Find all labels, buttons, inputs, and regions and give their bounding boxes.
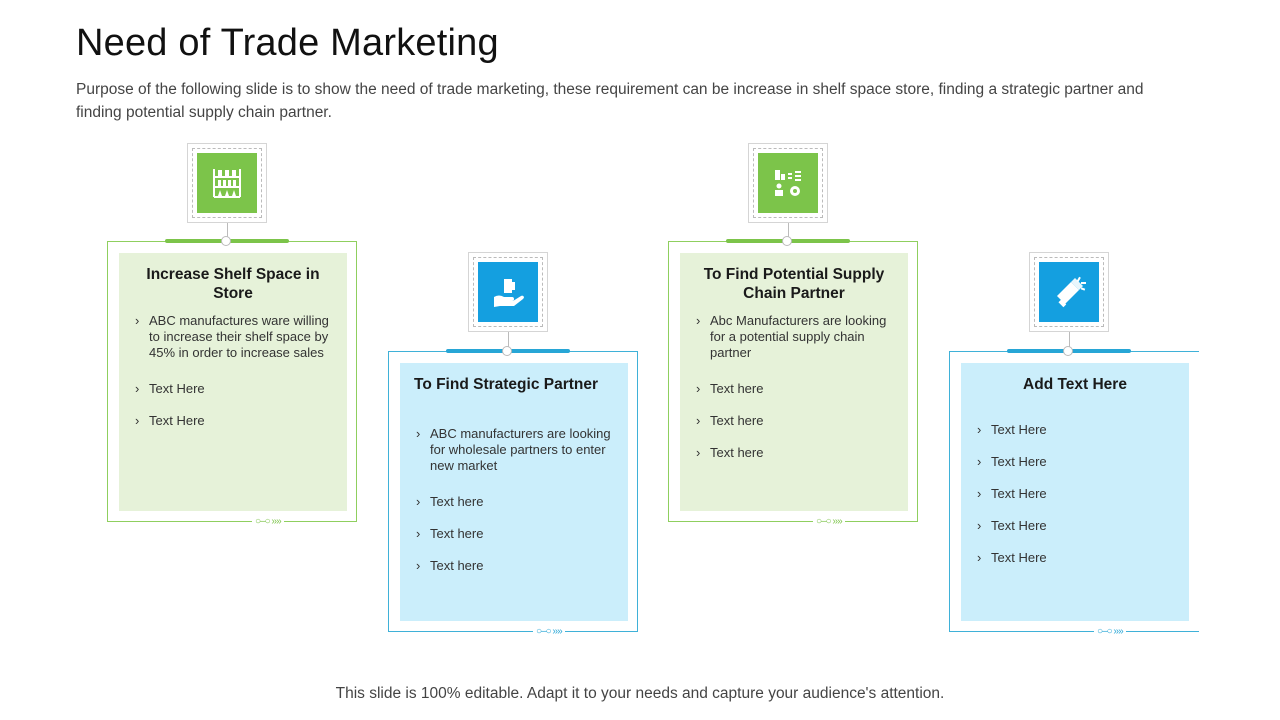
card-increase-shelf-space: Increase Shelf Space in Store ABC manufa… — [107, 236, 357, 527]
list-item: Text Here — [975, 422, 1175, 438]
list-item: Text Here — [975, 454, 1175, 470]
list-item: Text Here — [133, 381, 333, 397]
list-item: ABC manufactures ware willing to increas… — [133, 313, 333, 361]
card-1-icon-box — [187, 143, 267, 223]
bullet-list: Text Here Text Here Text Here Text Here … — [975, 422, 1175, 566]
card-find-supply-chain-partner: To Find Potential Supply Chain Partner A… — [668, 236, 918, 527]
decorative-arrows-icon: ○‒○ ›››› — [252, 516, 284, 527]
card-title: To Find Potential Supply Chain Partner — [703, 266, 885, 302]
list-item: Text here — [694, 381, 894, 397]
card-add-text-here: Add Text Here Text Here Text Here Text H… — [949, 346, 1199, 637]
list-item: Text here — [414, 558, 614, 574]
shelf-icon — [213, 169, 241, 198]
card-find-strategic-partner: To Find Strategic Partner ABC manufactur… — [388, 346, 638, 637]
decorative-arrows-icon: ○‒○ ›››› — [533, 626, 565, 637]
list-item: Text here — [694, 445, 894, 461]
bullet-list: ABC manufactures ware willing to increas… — [133, 313, 333, 429]
megaphone-icon — [1057, 276, 1086, 308]
card-3-icon-box — [748, 143, 828, 223]
card-2-icon-box — [468, 252, 548, 332]
list-item: Text Here — [975, 518, 1175, 534]
card-4-icon-box — [1029, 252, 1109, 332]
supply-chain-icon — [775, 170, 801, 196]
hand-puzzle-icon — [494, 279, 524, 307]
page-subtitle: Purpose of the following slide is to sho… — [76, 81, 1144, 121]
page-title: Need of Trade Marketing — [76, 22, 499, 64]
list-item: Text here — [694, 413, 894, 429]
decorative-arrows-icon: ○‒○ ›››› — [1094, 626, 1126, 637]
decorative-arrows-icon: ○‒○ ›››› — [813, 516, 845, 527]
list-item: Text Here — [975, 486, 1175, 502]
bullet-list: ABC manufacturers are looking for wholes… — [414, 426, 614, 574]
card-title: Add Text Here — [1023, 376, 1127, 393]
list-item: Text here — [414, 494, 614, 510]
list-item: ABC manufacturers are looking for wholes… — [414, 426, 614, 474]
bullet-list: Abc Manufacturers are looking for a pote… — [694, 313, 894, 461]
list-item: Abc Manufacturers are looking for a pote… — [694, 313, 894, 361]
card-title: Increase Shelf Space in Store — [146, 266, 320, 302]
card-title: To Find Strategic Partner — [414, 376, 599, 393]
list-item: Text Here — [975, 550, 1175, 566]
footer-note: This slide is 100% editable. Adapt it to… — [335, 685, 945, 702]
list-item: Text Here — [133, 413, 333, 429]
list-item: Text here — [414, 526, 614, 542]
